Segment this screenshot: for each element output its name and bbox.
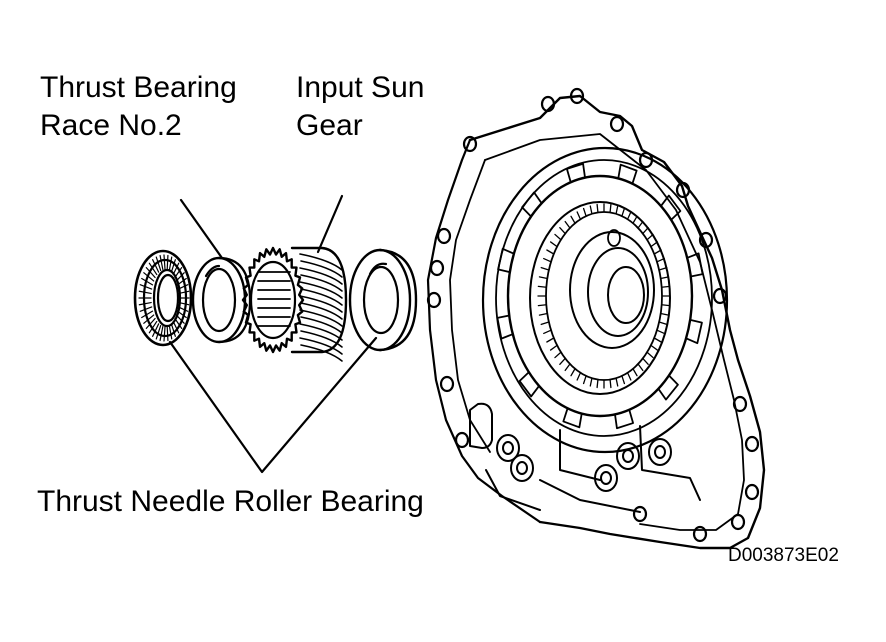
thrust-needle-roller-bearing-left (133, 249, 193, 347)
thrust-bearing-race-label-line2: Race No.2 (40, 109, 182, 142)
leader-line-sun-gear (316, 194, 344, 254)
figure-code: D003873E02 (728, 545, 839, 566)
input-sun-gear-label-line2: Gear (296, 109, 363, 142)
thrust-needle-roller-bearing-right (348, 248, 418, 352)
input-sun-gear-label: Input Sun Gear (296, 69, 424, 145)
transmission-case (426, 87, 766, 550)
case-ports (469, 402, 701, 513)
thrust-bearing-race-label: Thrust Bearing Race No.2 (40, 69, 237, 145)
input-sun-gear (241, 246, 348, 362)
thrust-bearing-race-label-line1: Thrust Bearing (40, 71, 237, 104)
thrust-bearing-race-no2 (191, 256, 252, 344)
leader-line-race (179, 198, 224, 260)
input-sun-gear-label-line1: Input Sun (296, 71, 425, 104)
leader-lines (168, 194, 378, 474)
thrust-needle-roller-bearing-label: Thrust Needle Roller Bearing (37, 485, 424, 518)
leader-line-needle-bearings (168, 336, 378, 474)
